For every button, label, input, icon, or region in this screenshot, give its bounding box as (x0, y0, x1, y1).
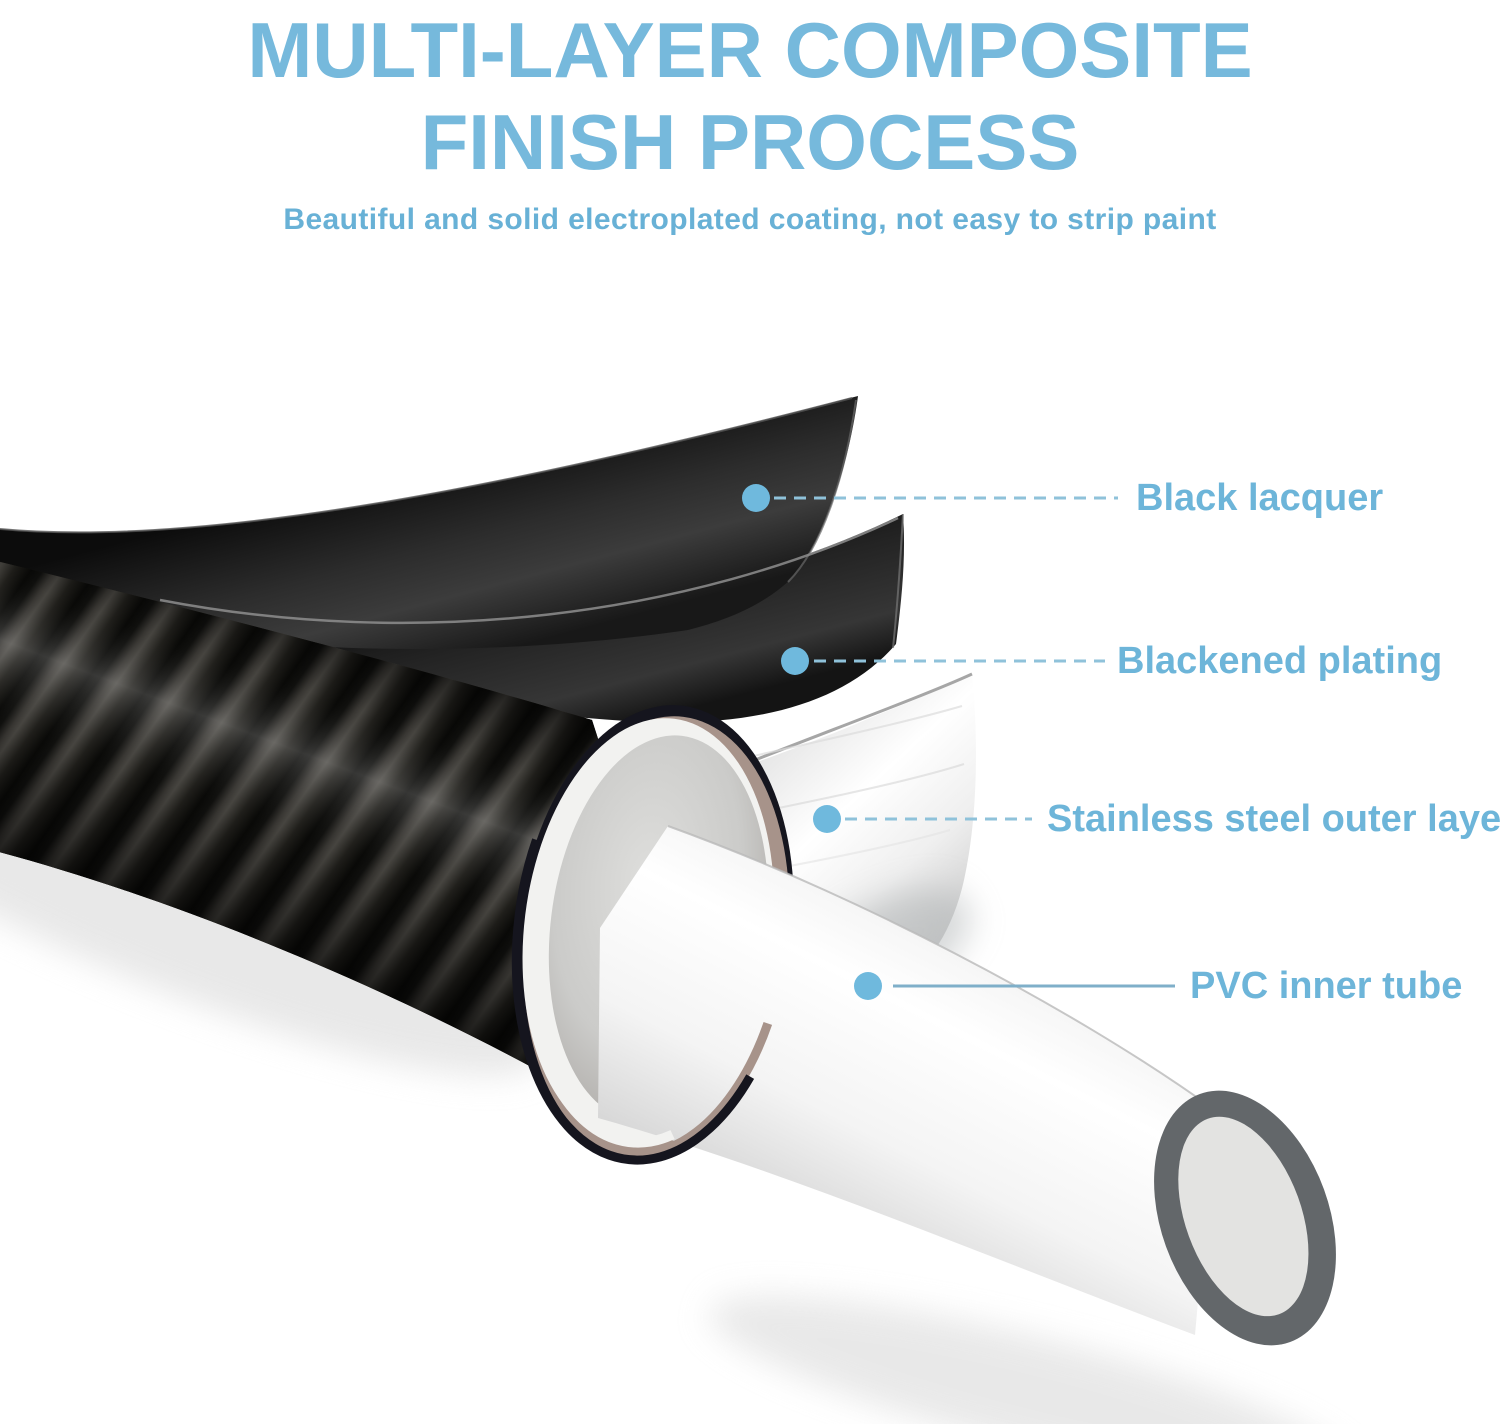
sheet-boundary-highlight (159, 516, 899, 625)
callout-label-blackened-plating: Blackened plating (1117, 640, 1443, 682)
hose-opening-rim (511, 798, 773, 1165)
callout-dot-icon (854, 972, 882, 1000)
callout-leaders (742, 484, 1175, 1000)
callout-label-pvc-inner-tube: PVC inner tube (1190, 965, 1463, 1007)
callout-dot-icon (813, 805, 841, 833)
callout-label-black-lacquer: Black lacquer (1136, 477, 1384, 519)
page-title-line2: FINISH PROCESS (420, 98, 1080, 186)
page-title: MULTI-LAYER COMPOSITE FINISH PROCESS (0, 4, 1500, 188)
callout-label-stainless-steel: Stainless steel outer layer (1047, 798, 1500, 840)
page-subtitle: Beautiful and solid electroplated coatin… (283, 203, 1217, 236)
corrugated-hose (0, 552, 650, 1088)
page-title-line1: MULTI-LAYER COMPOSITE (247, 6, 1253, 94)
tube-shadow (709, 1295, 1351, 1424)
callout-dot-icon (781, 647, 809, 675)
hose-shadow (0, 740, 543, 1076)
tube-end-cross-section (1154, 1090, 1336, 1346)
pvc-tube (598, 825, 1215, 1335)
black-lacquer-sheet (0, 396, 858, 649)
header: MULTI-LAYER COMPOSITE FINISH PROCESS Bea… (0, 0, 1500, 238)
callout-dot-icon (742, 484, 770, 512)
